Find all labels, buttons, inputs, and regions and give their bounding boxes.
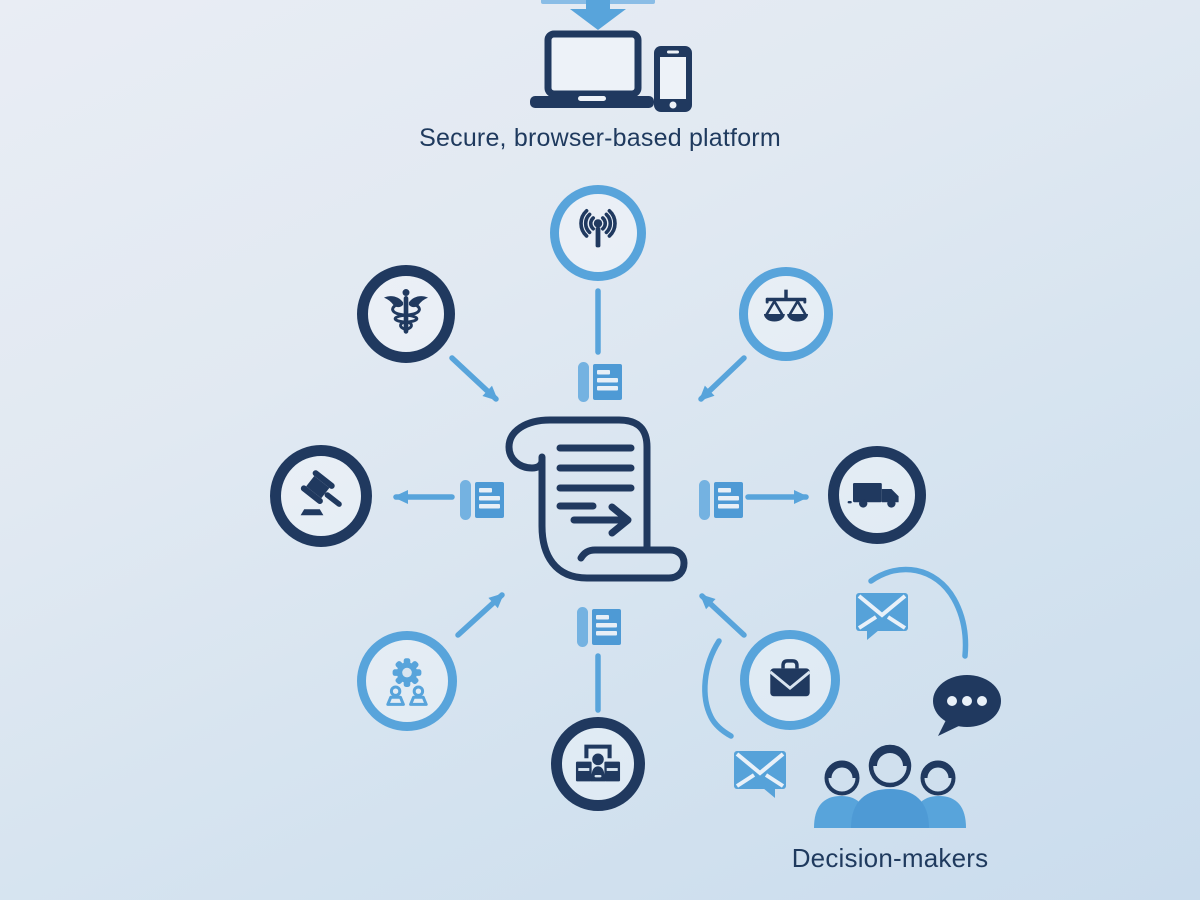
people-group-icon bbox=[814, 744, 966, 828]
document-chip bbox=[577, 607, 621, 647]
speech-bubble-icon bbox=[933, 675, 1001, 736]
document-chip bbox=[578, 362, 622, 402]
gear-with-people-icon bbox=[386, 658, 428, 706]
caduceus-icon bbox=[383, 289, 429, 334]
envelope-message-icon bbox=[734, 751, 786, 798]
document-chip bbox=[460, 480, 504, 520]
scroll-document-icon bbox=[505, 416, 688, 582]
arrow-briefcase-to-hub bbox=[699, 593, 747, 638]
document-chip bbox=[699, 480, 743, 520]
node-logistics bbox=[828, 446, 926, 544]
gavel-icon bbox=[300, 470, 342, 516]
node-hearing bbox=[551, 717, 645, 811]
node-operations bbox=[357, 631, 457, 731]
platform-label: Secure, browser-based platform bbox=[419, 124, 781, 152]
smartphone-icon bbox=[654, 46, 692, 112]
node-business bbox=[740, 630, 840, 730]
arc-to-decision-makers bbox=[868, 566, 969, 659]
node-medical bbox=[357, 265, 455, 363]
delivery-truck-icon bbox=[847, 483, 899, 508]
person-at-bench-icon bbox=[575, 744, 621, 782]
arrow-gear-to-hub bbox=[455, 592, 505, 638]
node-legal-scales bbox=[739, 267, 833, 361]
briefcase-icon bbox=[769, 659, 811, 697]
arrow-scales-to-hub bbox=[698, 355, 747, 402]
laptop-icon bbox=[530, 30, 654, 108]
node-court bbox=[270, 445, 372, 547]
scales-of-justice-icon bbox=[763, 289, 809, 322]
arrow-caduceus-to-hub bbox=[449, 355, 499, 402]
down-arrow-icon bbox=[570, 0, 626, 30]
broadcast-antenna-icon bbox=[579, 209, 617, 248]
arc-left-of-briefcase bbox=[702, 638, 734, 739]
decision-makers-label: Decision-makers bbox=[791, 843, 989, 873]
envelope-message-icon bbox=[856, 593, 908, 640]
node-broadcast bbox=[550, 185, 646, 281]
